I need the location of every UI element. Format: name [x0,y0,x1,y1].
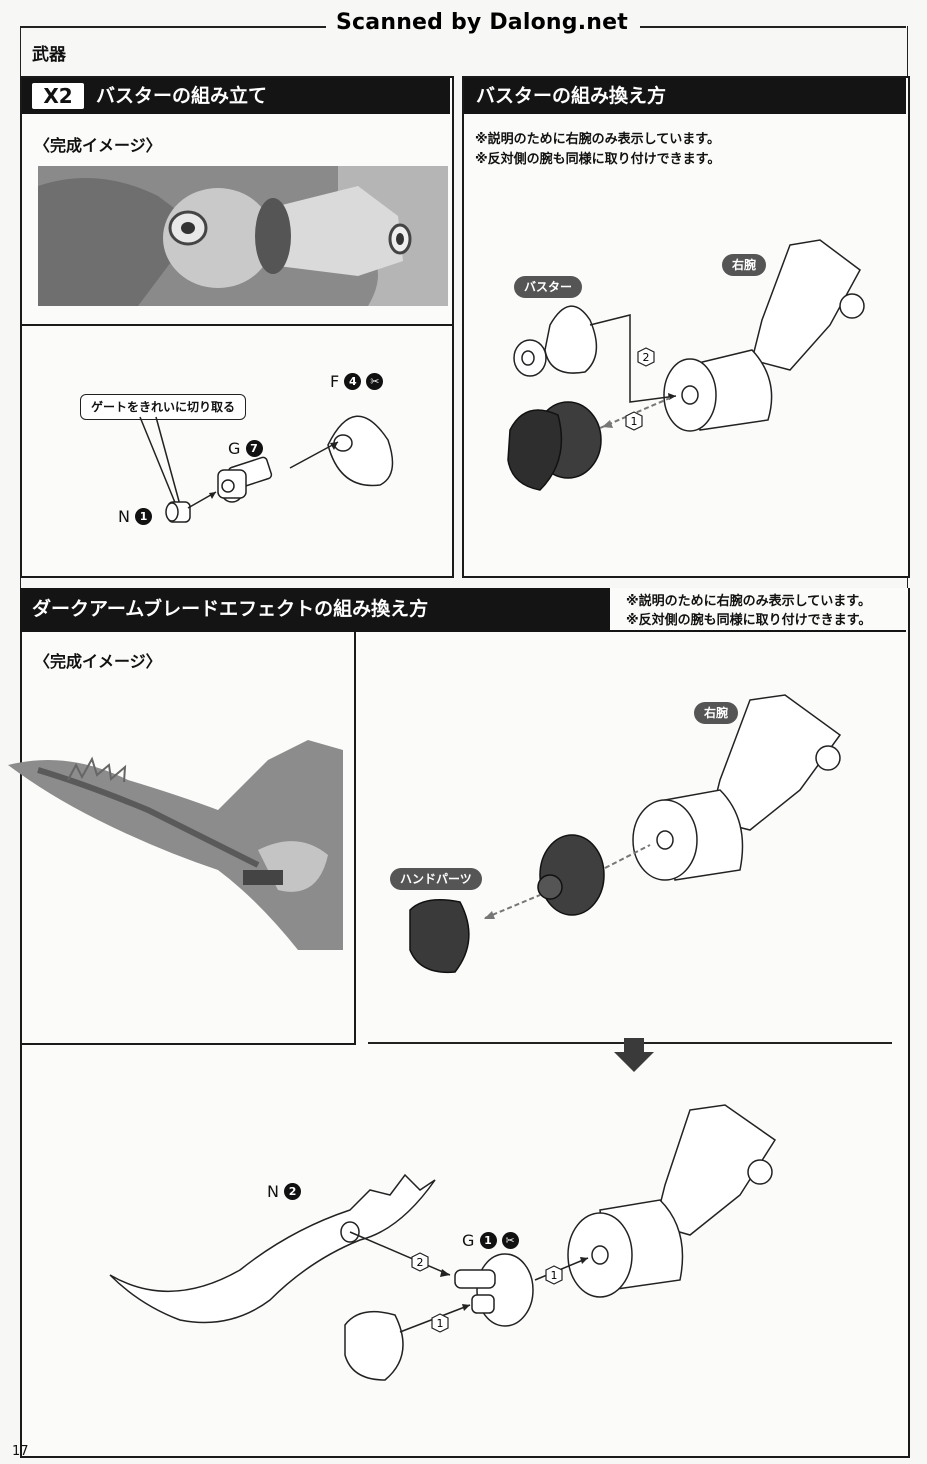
note-line: ※反対側の腕も同様に取り付けできます。 [626,613,872,628]
note-line: ※説明のために右腕のみ表示しています。 [475,132,720,147]
part-number: 1 [135,508,153,525]
buster-assembly-diagram [165,415,394,523]
hand-parts-label: ハンドパーツ [390,868,482,890]
part-number: 1 [479,1232,497,1249]
right-arm-label: 右腕 [722,254,767,276]
blade-swap-upper-diagram [409,694,842,974]
part-code-f4: F 4 ✂ [330,372,384,391]
panel-blade-swap-title: ダークアームブレードエフェクトの組み換え方 [32,598,429,620]
panel-buster-swap [462,76,910,578]
note-line: ※説明のために右腕のみ表示しています。 [626,594,871,609]
header-rule-left [20,26,326,28]
buster-label: バスター [514,276,583,298]
step-marker: 1 [437,1317,444,1330]
part-number: 2 [284,1183,302,1200]
panel-buster-swap-title: バスターの組み換え方 [476,85,667,107]
blade-swap-lower-diagram: 2 1 1 [109,1104,777,1381]
step-marker: 2 [417,1256,424,1269]
part-code-n2: N 2 [267,1182,302,1201]
panel-buster-assembly-title: バスターの組み立て [96,85,268,107]
part-number: 4 [344,373,362,390]
callout-pointer [139,416,181,506]
image-caption: 〈完成イメージ〉 [34,136,162,155]
gate-callout: ゲートをきれいに切り取る [80,394,247,420]
panel-buster-assembly-header: X2 バスターの組み立て [22,78,450,114]
step-marker: 1 [551,1269,558,1282]
nipper-icon: ✂ [501,1232,519,1249]
down-arrow-icon [614,1038,654,1072]
image-caption: 〈完成イメージ〉 [34,652,162,671]
part-code-g1: G 1 ✂ [462,1231,519,1250]
panel-buster-assembly [20,76,454,578]
step-marker: 1 [631,415,638,428]
nipper-icon: ✂ [366,373,384,390]
section-title: 武器 [32,45,66,65]
header-rule-right [640,26,906,28]
panel-blade-swap-header: ダークアームブレードエフェクトの組み換え方 [20,588,610,630]
part-number: 7 [245,440,263,457]
panel-buster-swap-header: バスターの組み換え方 [464,78,906,114]
part-code-n1: N 1 [118,507,153,526]
blade-completed-image [8,740,343,950]
buster-completed-image [38,166,448,306]
watermark: Scanned by Dalong.net [332,10,632,35]
note-line: ※反対側の腕も同様に取り付けできます。 [475,152,721,167]
step-marker: 2 [643,351,650,364]
page-number: 17 [12,1444,29,1459]
buster-swap-diagram: 2 1 [507,239,865,491]
divider [20,324,452,326]
image-box [20,632,356,1045]
right-arm-label: 右腕 [694,702,739,724]
header-bar-extension [20,630,906,632]
part-code-g7: G 7 [228,439,263,458]
quantity-badge: X2 [32,83,84,109]
